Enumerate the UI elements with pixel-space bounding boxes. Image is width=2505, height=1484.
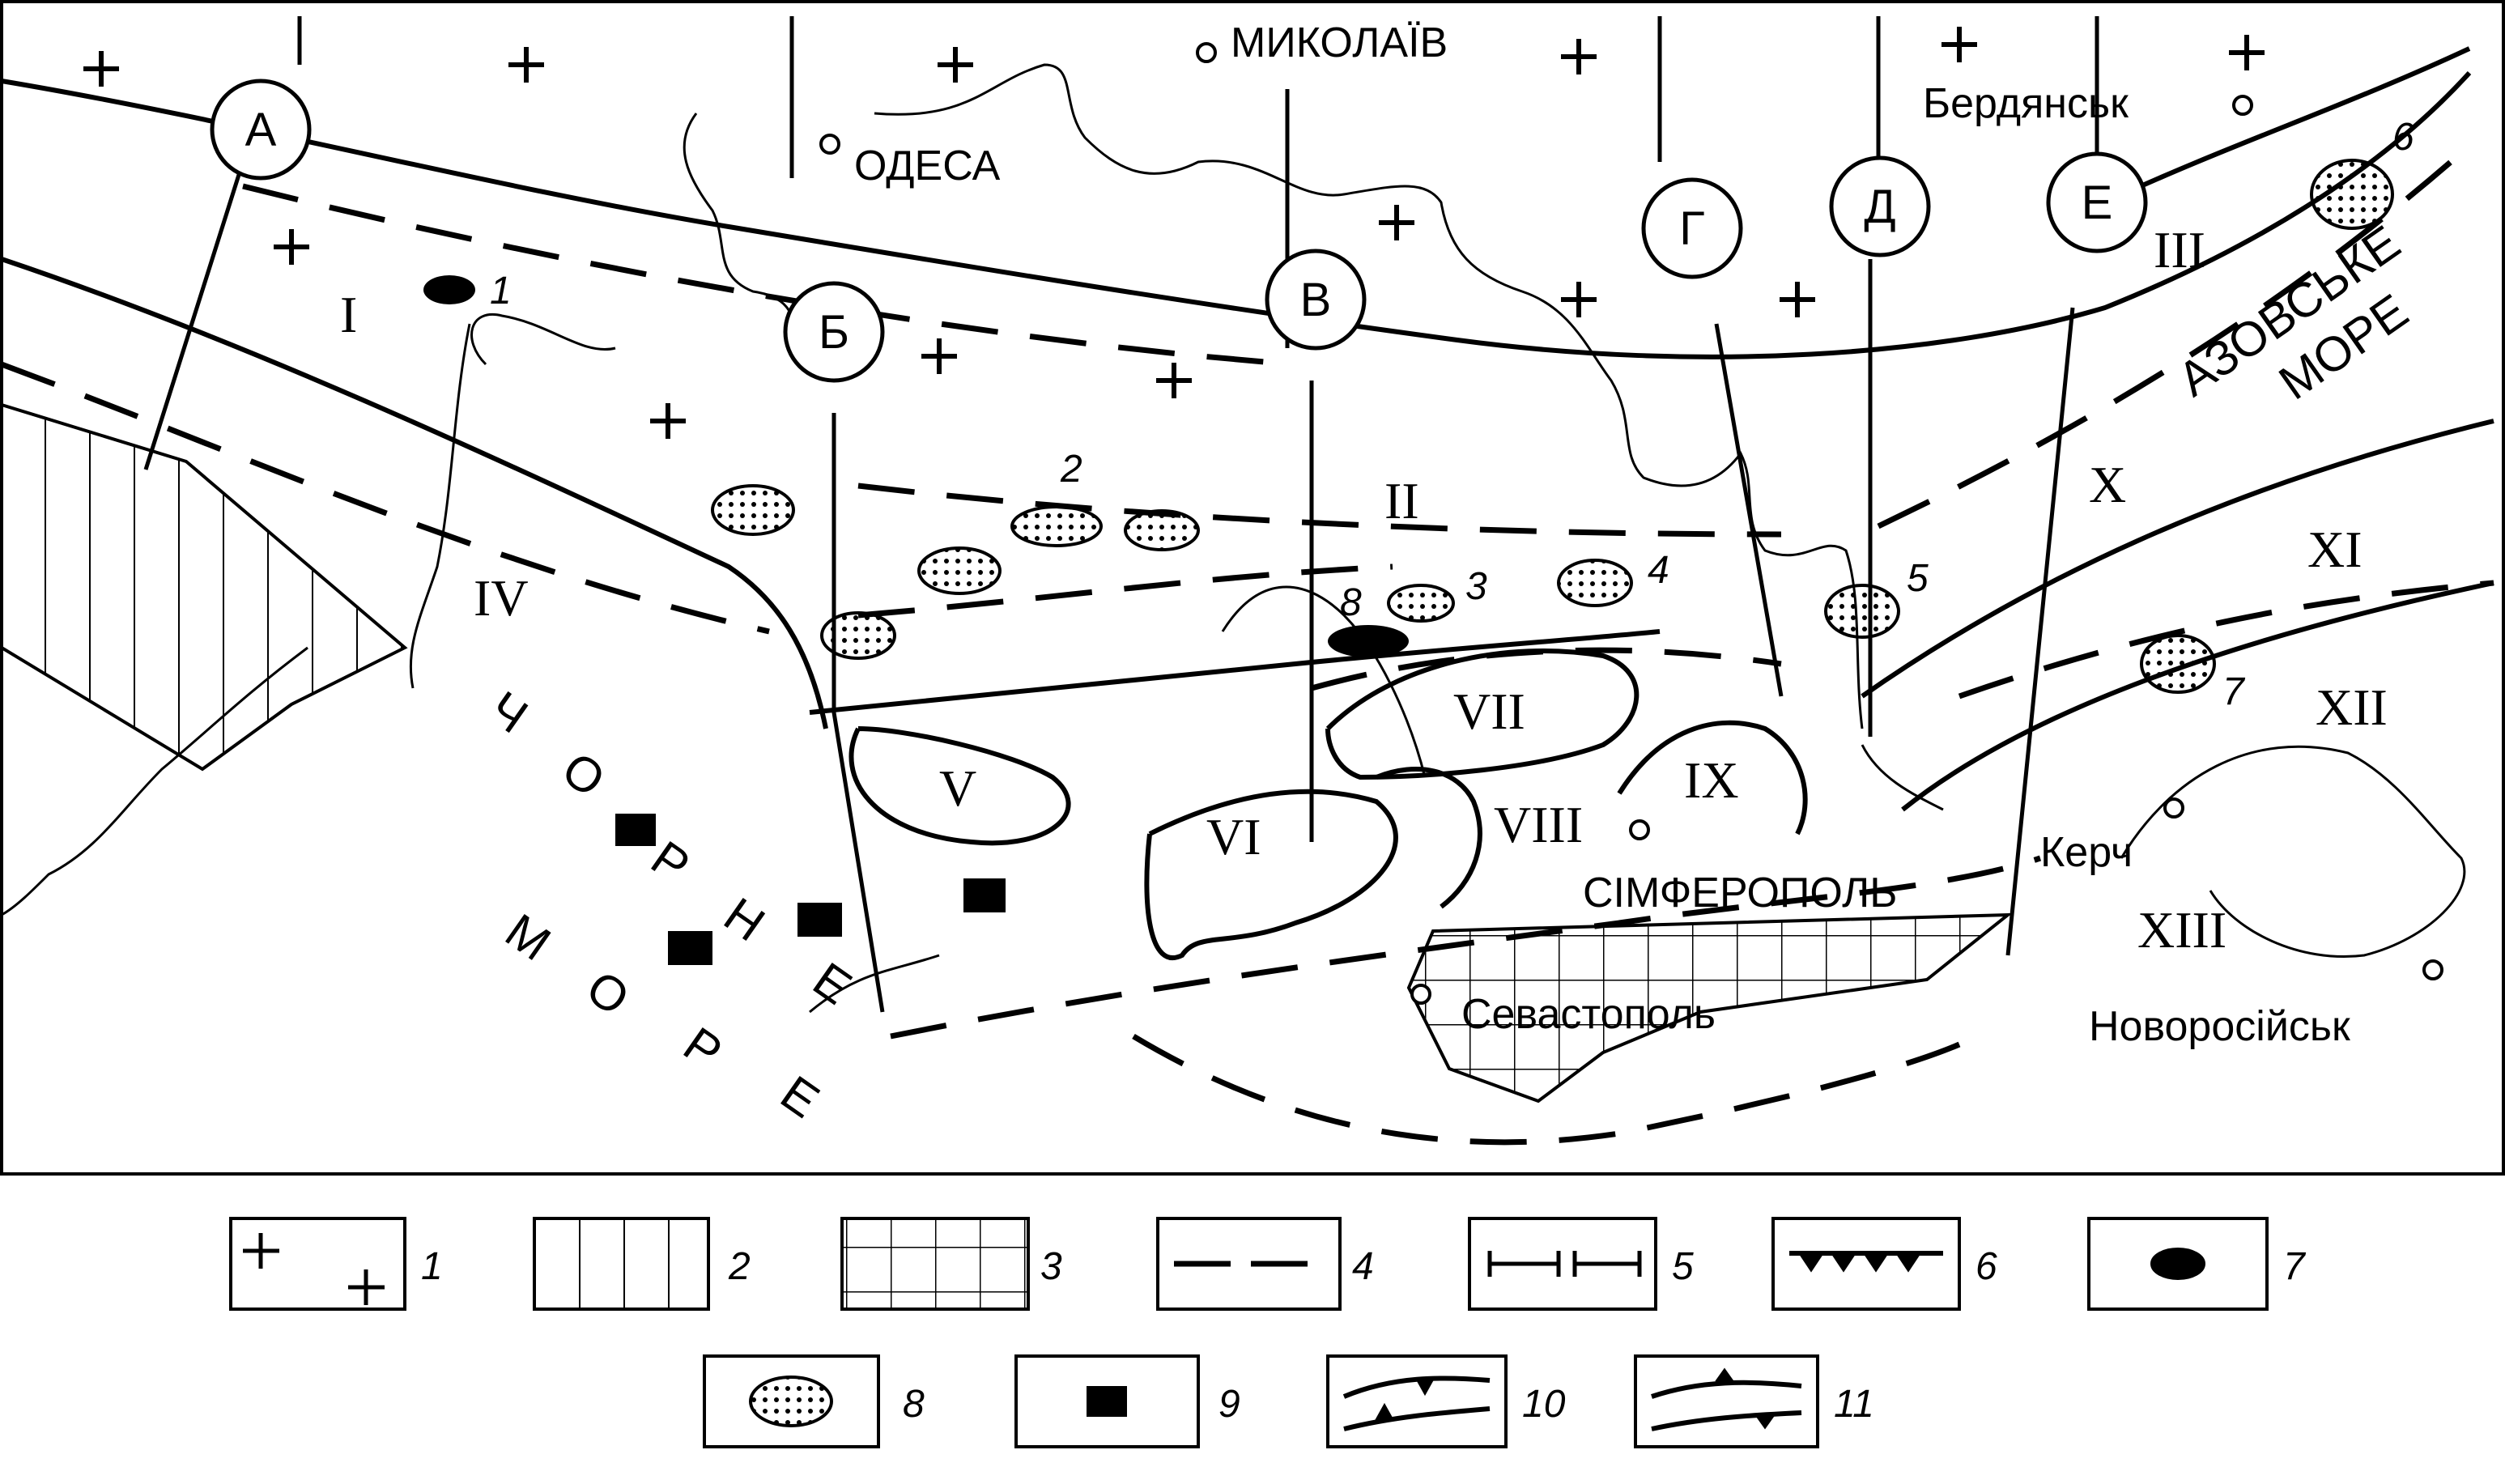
legend-numbers: 1 2 3 4 5 6 7 8 9 10 11 — [421, 1245, 2307, 1426]
region-label-12: XII — [2316, 678, 2388, 736]
vertical-hatch-zone — [0, 402, 408, 772]
legend-box-3 — [840, 1217, 1030, 1311]
svg-text:6: 6 — [1976, 1245, 1997, 1288]
deposit-number-4: 4 — [1648, 549, 1669, 592]
region-label-11: XI — [2307, 521, 2363, 578]
legend-box-11 — [1634, 1354, 1819, 1448]
grid-hatch-zone — [1406, 912, 2013, 1103]
svg-text:5: 5 — [1672, 1245, 1694, 1288]
deposit-number-8: 8 — [1340, 581, 1362, 624]
city-label-novorossiisk: Новоросійськ — [2089, 1003, 2350, 1050]
legend-box-10 — [1326, 1354, 1508, 1448]
profile-label-e: Е — [2082, 176, 2113, 229]
svg-text:7: 7 — [2283, 1245, 2307, 1288]
svg-text:4: 4 — [1352, 1245, 1374, 1288]
city-label-berdiansk: Бердянськ — [1923, 80, 2129, 127]
legend — [229, 1217, 2269, 1448]
svg-text:9: 9 — [1218, 1383, 1240, 1426]
deep-faults — [0, 143, 2494, 1146]
legend-box-2 — [533, 1217, 710, 1311]
region-label-3: III — [2154, 221, 2205, 279]
region-label-9: IX — [1684, 751, 1739, 809]
deposit-number-1: 1 — [490, 270, 512, 313]
legend-box-1 — [229, 1217, 406, 1311]
region-label-7: VII — [1453, 682, 1525, 740]
deposit-number-5: 5 — [1907, 557, 1929, 600]
profile-label-g: Г — [1679, 202, 1704, 255]
profile-lines — [143, 16, 2099, 1013]
city-label-odesa: ОДЕСА — [854, 142, 1001, 189]
region-label-6: VI — [1206, 808, 1261, 865]
profile-label-b: Б — [819, 306, 849, 359]
city-label-mykolaiv: МИКОЛАЇВ — [1231, 19, 1448, 66]
solid-deposits — [423, 275, 1409, 965]
profile-label-d: Д — [1864, 181, 1895, 233]
profile-label-a: А — [245, 104, 277, 156]
svg-text:3: 3 — [1040, 1245, 1062, 1288]
legend-box-7 — [2087, 1217, 2269, 1311]
deposits — [711, 159, 2394, 694]
svg-text:10: 10 — [1522, 1383, 1566, 1426]
city-label-kerch: Керч — [2040, 829, 2133, 876]
region-label-1: I — [340, 286, 357, 343]
legend-box-6 — [1771, 1217, 1961, 1311]
region-label-13: XIII — [2137, 901, 2226, 959]
structure-outlines — [848, 648, 1808, 960]
deposit-number-6: 6 — [2392, 116, 2414, 159]
fault-lines — [1, 46, 2494, 812]
region-label-10: X — [2089, 456, 2126, 513]
svg-text:8: 8 — [903, 1383, 925, 1426]
svg-text:2: 2 — [728, 1245, 751, 1288]
deposit-number-7: 7 — [2222, 670, 2246, 713]
profile-label-v: В — [1300, 274, 1332, 326]
deposit-number-2: 2 — [1060, 448, 1082, 491]
svg-text:1: 1 — [421, 1245, 443, 1288]
svg-text:11: 11 — [1834, 1383, 1874, 1426]
city-label-simferopol: СІМФЕРОПОЛЬ — [1583, 870, 1897, 916]
region-label-2: II — [1384, 472, 1419, 529]
region-label-5: V — [939, 759, 976, 817]
profile-circles — [210, 79, 2148, 383]
deposit-number-3: 3 — [1465, 565, 1487, 608]
region-label-4: IV — [474, 569, 529, 627]
city-markers — [819, 42, 2443, 1005]
city-label-sevastopol: Севастополь — [1461, 991, 1716, 1038]
region-label-8: VIII — [1494, 796, 1583, 853]
